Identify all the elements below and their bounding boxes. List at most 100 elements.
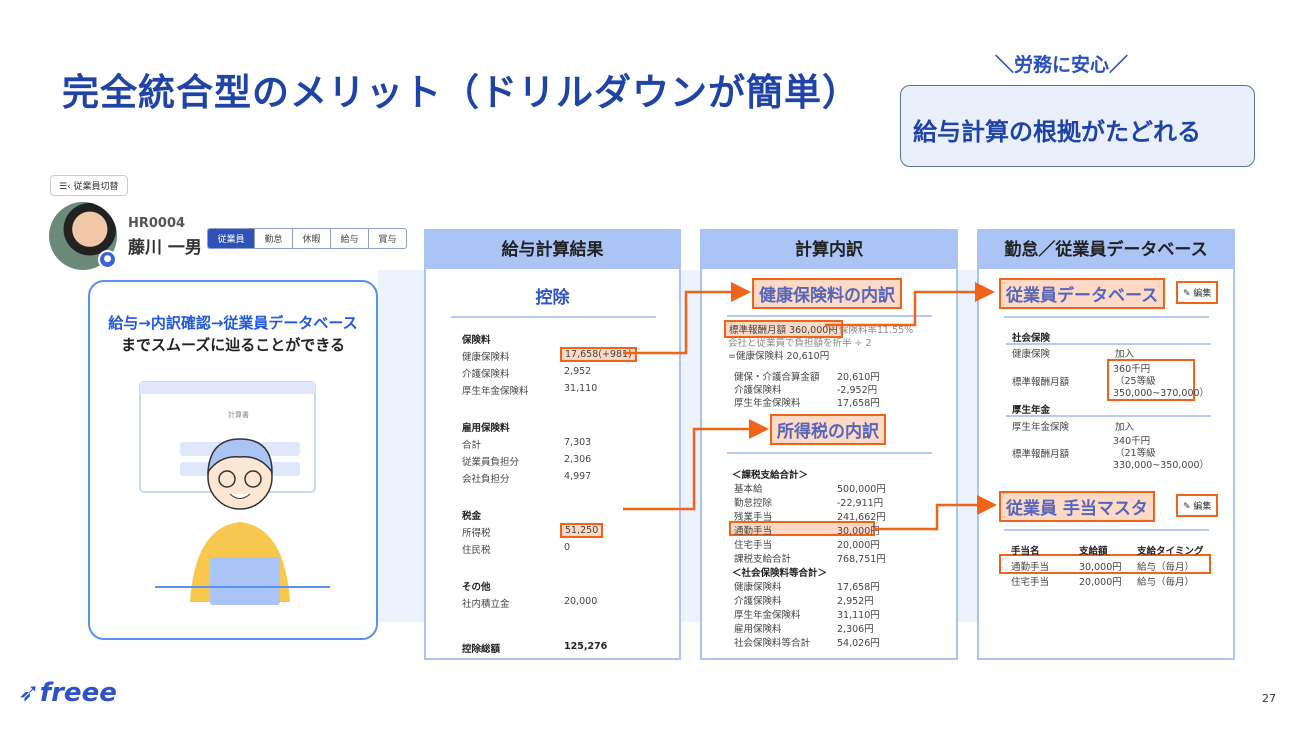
page-number: 27 [1262,692,1276,705]
row-label: 健康保険 [1012,349,1051,360]
row-value: 2,952円 [837,596,874,607]
row-label: 社会保険料等合計 [734,638,811,649]
row-value: 2,306円 [837,624,874,635]
table-cell: 給与（毎月） [1137,562,1195,573]
employee-switch-button[interactable]: ☰‹ 従業員切替 [50,175,128,196]
table-cell: 住宅手当 [1011,577,1050,588]
employee-db-heading: 従業員データベース [999,278,1166,309]
switch-label: 従業員切替 [73,182,119,192]
std-amount: 360千円 [1113,364,1151,375]
person-illustration: 計算書 [139,381,330,605]
card-line1: 給与→内訳確認→従業員データベース [108,314,358,332]
tab-employee[interactable]: 従業員 [208,229,254,248]
allowance-master-heading: 従業員 手当マスタ [999,491,1155,522]
row-value: 17,658(+981) [560,347,637,362]
group-title: その他 [462,582,491,593]
panel2-header: 計算内訳 [702,231,956,269]
edit-button[interactable]: ✎ 編集 [1176,281,1219,304]
logo-text: freee [39,678,117,708]
row-value: 2,952 [564,366,592,377]
row-label: 課税支給合計 [734,554,792,565]
row-label: 従業員負担分 [462,457,520,468]
tab-leave[interactable]: 休暇 [292,229,330,248]
row-value: 241,662円 [837,512,886,523]
row-label: 厚生年金保険料 [734,610,801,621]
allowance-highlight [999,554,1211,574]
row-value: 31,110 [564,383,598,394]
table-header: 支給タイミング [1137,546,1204,557]
row-value: 500,000円 [837,484,886,495]
row-value: 20,000円 [837,540,880,551]
group-title: ＜課税支給合計＞ [732,470,809,481]
tab-bonus[interactable]: 賞与 [368,229,406,248]
table-cell: 30,000円 [1079,562,1122,573]
row-label: 介護保険料 [734,385,782,396]
row-label: 残業手当 [734,512,773,523]
table-cell: 給与（毎月） [1137,577,1195,588]
row-label: 住宅手当 [734,540,773,551]
income-tax-breakdown-heading: 所得税の内訳 [770,414,886,445]
std-amount: （25等級 [1115,376,1156,387]
row-label: 勤怠控除 [734,498,773,509]
card-line2: までスムーズに辿ることができる [121,336,345,354]
row-value: -22,911円 [837,498,884,509]
panel-employee-database: 勤怠／従業員データベース 従業員データベース ✎ 編集 社会保険健康保険加入標準… [977,229,1235,660]
row-value: 20,000 [564,596,598,607]
row-value: 31,110円 [837,610,880,621]
freee-logo: ➶freee [18,678,117,708]
row-value: 17,658円 [837,582,880,593]
panel3-header: 勤怠／従業員データベース [979,231,1233,269]
page-title: 完全統合型のメリット（ドリルダウンが簡単） [62,71,860,114]
row-value: 0 [564,542,571,553]
formula-rate: × 保険料率11.55% [828,325,914,336]
tab-salary[interactable]: 給与 [330,229,368,248]
total-value: 125,276 [564,641,608,652]
deduction-title: 控除 [535,288,570,308]
edit-label: 編集 [1193,289,1212,299]
row-value: 4,997 [564,471,592,482]
row-label: 健保・介護合算金額 [734,372,820,383]
tagline: ＼労務に安心／ [995,54,1129,76]
group-title: 厚生年金 [1012,405,1051,416]
edit-button-allowance[interactable]: ✎ 編集 [1176,494,1219,517]
row-value: 加入 [1115,349,1135,360]
tab-attendance[interactable]: 勤怠 [254,229,292,248]
group-title: ＜社会保険料等合計＞ [732,568,828,579]
row-label: 介護保険料 [462,369,510,380]
group-title: 社会保険 [1012,333,1051,344]
group-title: 保険料 [462,335,491,346]
row-label: 厚生年金保険料 [734,398,801,409]
panel-calc-breakdown: 計算内訳 健康保険料の内訳 標準報酬月額 360,000円 × 保険料率11.5… [700,229,958,660]
row-value: 30,000円 [837,526,880,537]
callout-box: 給与計算の根拠がたどれる [900,85,1255,167]
total-label: 控除総額 [462,644,501,655]
row-value: -2,952円 [837,385,878,396]
std-amount: 340千円 [1113,436,1151,447]
employee-name: 藤川 一男 [128,238,202,258]
row-label: 合計 [462,440,482,451]
row-value: 加入 [1115,422,1135,433]
row-label: 基本給 [734,484,763,495]
std-amount-highlight [1107,359,1195,401]
row-label: 会社負担分 [462,474,510,485]
row-label: 所得税 [462,528,491,539]
camera-icon[interactable]: ● [98,250,117,269]
std-amount: 330,000~350,000） [1113,460,1210,471]
table-header: 支給額 [1079,546,1108,557]
row-label: 通勤手当 [734,526,773,537]
row-value: 51,250 [560,523,604,538]
table-cell: 通勤手当 [1011,562,1050,573]
employee-id: HR0004 [128,216,186,231]
row-value: 20,610円 [837,372,880,383]
row-label: 健康保険料 [462,352,510,363]
row-label: 住民税 [462,545,491,556]
formula-result: =健康保険料 20,610円 [728,351,830,362]
row-value: 17,658円 [837,398,880,409]
row-label: 雇用保険料 [734,624,782,635]
health-insurance-breakdown-heading: 健康保険料の内訳 [752,278,902,309]
row-label: 介護保険料 [734,596,782,607]
row-label: 標準報酬月額 [1012,377,1070,388]
std-amount: （21等級 [1115,448,1156,459]
employee-tabs: 従業員 勤怠 休暇 給与 賞与 [207,228,407,249]
